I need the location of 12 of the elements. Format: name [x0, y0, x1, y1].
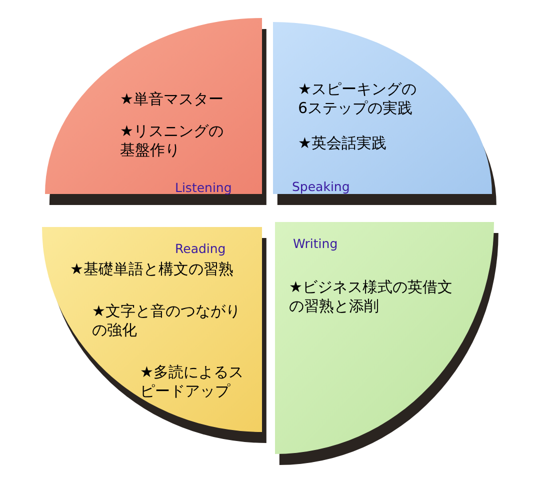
category-label: Speaking — [292, 179, 350, 194]
item-text: ★多読によるスピードアップ — [140, 363, 244, 401]
category-label: Writing — [293, 236, 338, 251]
item-text: ★文字と音のつながりの強化 — [92, 302, 242, 340]
item-text: ★英会話実践 — [298, 134, 388, 153]
item-text: ★リスニングの基盤作り — [120, 122, 224, 160]
item-text: ★スピーキングの6ステップの実践 — [298, 80, 418, 118]
category-label: Reading — [175, 241, 226, 256]
category-label: Listening — [175, 180, 232, 195]
item-text: ★基礎単語と構文の習熟 — [70, 260, 234, 279]
item-text: ★単音マスター — [120, 90, 224, 109]
item-text: ★ビジネス様式の英借文の習熟と添削 — [289, 278, 454, 316]
